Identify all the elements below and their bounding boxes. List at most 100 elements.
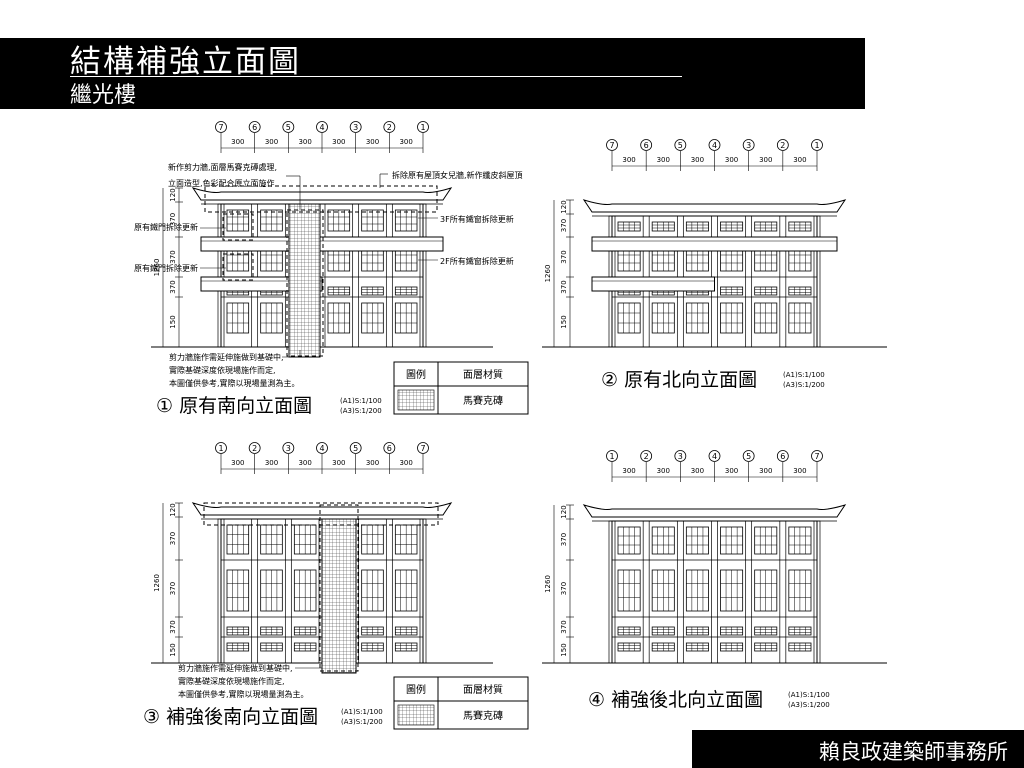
grid-axis-label: 7 <box>218 123 223 132</box>
note-foundation-5: 實際基礎深度依現場施作而定, <box>178 676 285 686</box>
floor-height: 370 <box>169 250 177 263</box>
grid-axis-label: 4 <box>712 452 717 461</box>
legend-swatch <box>397 389 435 411</box>
note-foundation-2: 實際基礎深度依現場施作而定, <box>169 365 276 375</box>
floor-height: 370 <box>169 213 177 226</box>
grid-axis-label: 5 <box>286 123 291 132</box>
legend-table: 圖例面層材質馬賽克磚 <box>393 361 529 415</box>
column <box>779 215 787 348</box>
floor-height: 120 <box>560 505 568 518</box>
grid-axis-bubble <box>674 450 687 462</box>
panel-title: ③ 補強後南向立面圖 <box>143 706 318 728</box>
note-foundation-6: 本圖僅供參考,實際以現場量測為主。 <box>178 689 309 699</box>
column <box>284 518 292 664</box>
column <box>745 215 753 348</box>
revision-outline <box>222 213 254 241</box>
scale-a1: (A1)S:1/100 <box>340 397 382 405</box>
bay-dimension: 300 <box>759 467 772 475</box>
roof-cornice <box>191 187 453 201</box>
floor-height: 370 <box>169 532 177 545</box>
bay-dimension: 300 <box>231 138 244 146</box>
floor-height: 150 <box>560 315 568 328</box>
grid-axis-bubble <box>811 450 823 462</box>
page-title: 結構補強立面圖 <box>70 44 301 80</box>
bay-dimension: 300 <box>793 156 806 164</box>
legend-frame <box>393 676 529 730</box>
bay-dimension: 300 <box>231 459 244 467</box>
panel-title: ② 原有北向立面圖 <box>601 369 757 391</box>
grid-axis-label: 2 <box>252 444 257 453</box>
grid-axis-label: 6 <box>252 123 257 132</box>
bay-dimension: 300 <box>725 156 738 164</box>
bay-dimension: 300 <box>691 467 704 475</box>
floor-height: 370 <box>560 620 568 633</box>
bay-dimension: 300 <box>399 459 412 467</box>
scale-a3: (A3)S:1/200 <box>788 701 830 709</box>
title-banner <box>0 38 865 109</box>
grid-axis-label: 1 <box>814 141 819 150</box>
grid-axis-bubble <box>282 442 295 454</box>
column <box>608 520 616 664</box>
column <box>217 518 225 664</box>
scale-a3: (A3)S:1/200 <box>340 407 382 415</box>
floor-height: 150 <box>169 643 177 656</box>
grid-axis-bubble <box>349 442 362 454</box>
column <box>385 203 393 348</box>
note-window-3f: 3F所有鐵窗拆除更新 <box>440 214 514 224</box>
elevation-panel-original-south: 7300630053004300330023001120370370370150… <box>151 121 493 417</box>
column <box>642 520 650 664</box>
grid-axis-bubble <box>811 139 823 151</box>
note-iron-door-2: 原有鐵門拆除更新 <box>134 263 198 273</box>
elevation-panel-original-north: 7300630053004300330023001120370370370150… <box>542 139 887 391</box>
legend-material: 馬賽克磚 <box>463 394 503 407</box>
shear-wall <box>321 518 357 674</box>
grid-axis-bubble <box>215 121 227 133</box>
grid-axis-bubble <box>708 139 721 151</box>
grid-axis-label: 7 <box>814 452 819 461</box>
grid-axis-label: 3 <box>286 444 291 453</box>
bay-dimension: 300 <box>657 156 670 164</box>
scale-a3: (A3)S:1/200 <box>783 381 825 389</box>
panel-title: ④ 補強後北向立面圖 <box>588 689 763 711</box>
grid-axis-label: 3 <box>678 452 683 461</box>
scale-a1: (A1)S:1/100 <box>783 371 825 379</box>
bay-dimension: 300 <box>366 138 379 146</box>
total-height: 1260 <box>544 265 552 283</box>
column <box>419 518 427 664</box>
grid-axis-bubble <box>640 450 653 462</box>
floor-height: 370 <box>560 250 568 263</box>
grid-axis-bubble <box>248 121 261 133</box>
grid-axis-bubble <box>606 139 618 151</box>
revision-outline <box>204 185 438 213</box>
revision-outline <box>286 209 324 357</box>
grid-axis-label: 2 <box>387 123 392 132</box>
balcony-slab <box>200 236 444 252</box>
grid-axis-label: 7 <box>609 141 614 150</box>
grid-axis-label: 4 <box>319 444 324 453</box>
column <box>745 520 753 664</box>
firm-banner: 賴良政建築師事務所 <box>692 730 1024 768</box>
revision-outline <box>222 253 254 281</box>
bay-dimension: 300 <box>332 138 345 146</box>
note-foundation-4: 剪力牆施作需延伸施做到基礎中, <box>178 663 293 673</box>
elevation-panel-reinforced-north: 1300230033004300530063007120370370370150… <box>542 450 887 711</box>
bay-dimension: 300 <box>691 156 704 164</box>
grid-axis-bubble <box>248 442 261 454</box>
grid-axis-bubble <box>708 450 721 462</box>
grid-axis-bubble <box>316 121 328 133</box>
bay-dimension: 300 <box>793 467 806 475</box>
grid-axis-bubble <box>316 442 328 454</box>
grid-axis-label: 3 <box>353 123 358 132</box>
floor-height: 370 <box>169 280 177 293</box>
shear-wall <box>288 203 321 358</box>
grid-axis-bubble <box>282 121 295 133</box>
legend-frame <box>393 361 529 415</box>
grid-axis-label: 2 <box>780 141 785 150</box>
floor-height: 120 <box>169 503 177 516</box>
column <box>779 520 787 664</box>
grid-axis-label: 5 <box>353 444 358 453</box>
bay-dimension: 300 <box>366 459 379 467</box>
legend-header-symbol: 圖例 <box>406 683 426 696</box>
grid-axis-bubble <box>215 442 227 454</box>
